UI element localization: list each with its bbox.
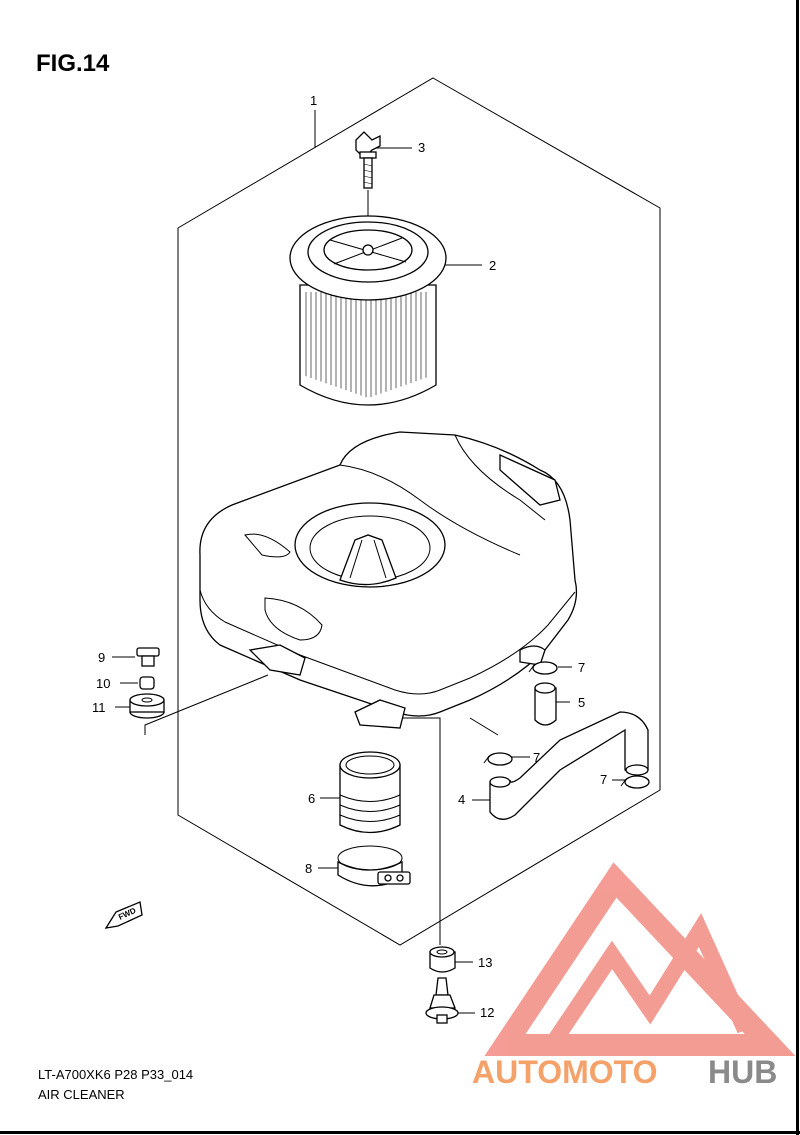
- callout-6: 6: [308, 791, 315, 806]
- callout-labels: 1 2 3 4 5 6 7 7 7 8 9 10 11 12 13: [92, 93, 607, 1020]
- callout-13: 13: [478, 955, 492, 970]
- frame-bottom-edge: [0, 1131, 800, 1134]
- callout-9: 9: [98, 650, 105, 665]
- part-6-outlet-tube: [339, 751, 401, 834]
- watermark-m-icon: [548, 913, 753, 1045]
- model-code: LT-A700XK6 P28 P33_014: [38, 1067, 194, 1082]
- watermark-logo: [484, 862, 796, 1056]
- callout-3: 3: [418, 140, 425, 155]
- part-12-drain-plug: [425, 977, 459, 1024]
- callout-7-middle: 7: [533, 750, 540, 765]
- assembly-outline: [177, 77, 661, 946]
- part-7-clamp-upper: [528, 661, 558, 675]
- part-2-filter-element: [289, 215, 447, 406]
- part-1-air-cleaner-box: [199, 431, 578, 729]
- part-8-hose-clamp: [337, 845, 411, 887]
- watermark-wordmark: AUTOMOTO HUB: [472, 1054, 777, 1090]
- frame-right-edge: [796, 0, 799, 1135]
- part-13-drain-cap: [429, 946, 456, 973]
- part-3-wing-screw: [355, 131, 381, 189]
- leader-lines: [112, 110, 625, 1014]
- watermark-triangle-icon: [484, 862, 796, 1056]
- part-10-collar: [139, 676, 155, 690]
- callout-11: 11: [92, 700, 106, 715]
- callout-1: 1: [310, 93, 317, 108]
- fwd-arrow-icon: FWD: [104, 901, 143, 929]
- figure-title: FIG.14: [36, 50, 110, 77]
- callout-12: 12: [480, 1005, 494, 1020]
- callout-2: 2: [489, 258, 496, 273]
- part-9-bolt: [136, 647, 160, 667]
- part-7-clamp-middle: [483, 752, 513, 766]
- part-4-drain-hose: [489, 711, 649, 820]
- callout-5: 5: [578, 695, 585, 710]
- callout-4: 4: [458, 792, 465, 807]
- callout-7-upper: 7: [578, 660, 585, 675]
- part-5-short-hose: [534, 682, 557, 726]
- callout-7-lower: 7: [600, 772, 607, 787]
- watermark-text-part1: AUTOMOTO: [472, 1054, 657, 1090]
- part-7-clamp-lower: [620, 775, 650, 789]
- callout-10: 10: [96, 676, 110, 691]
- assembly-name: AIR CLEANER: [38, 1087, 125, 1102]
- watermark-text-part2: HUB: [708, 1054, 777, 1090]
- callout-8: 8: [305, 861, 312, 876]
- part-11-grommet: [129, 693, 165, 719]
